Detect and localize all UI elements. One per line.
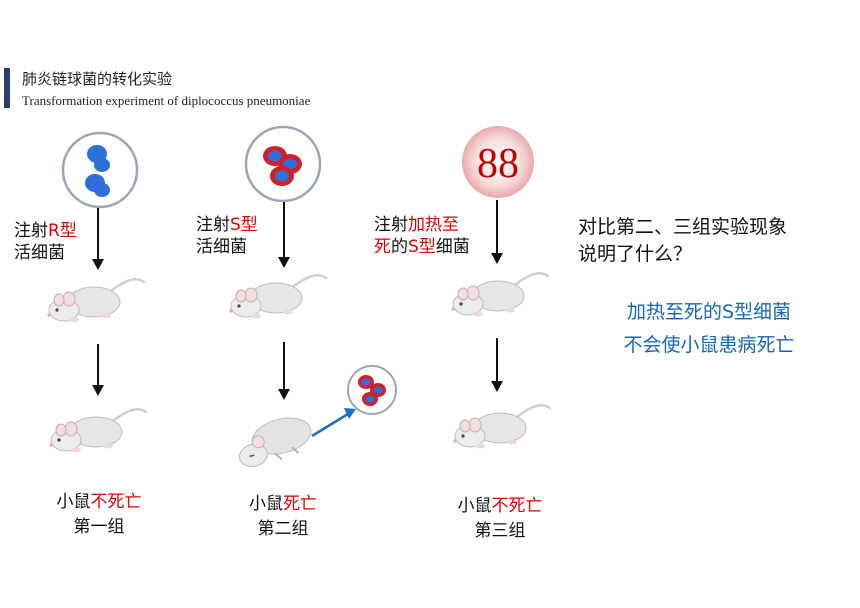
arrow-head — [92, 259, 104, 270]
mouse-alive-icon — [46, 277, 146, 324]
r-bacterium — [94, 158, 110, 172]
arrow-head — [278, 389, 290, 400]
mouse-dead-icon — [239, 417, 312, 468]
arrow-head — [491, 253, 503, 264]
group3-inject-label: 注射加热至 死的S型细菌 — [374, 215, 470, 257]
mouse-alive-icon — [450, 271, 550, 318]
group2-inject-label: 注射S型 活细菌 — [196, 215, 258, 257]
arrow-head — [92, 385, 104, 396]
mouse-alive-icon — [228, 273, 328, 320]
s-bacterium — [365, 395, 375, 403]
group1-inject-label: 注射R型 活细菌 — [14, 221, 77, 263]
r-bacterium — [94, 183, 110, 197]
group2-caption: 小鼠死亡 第二组 — [249, 494, 317, 539]
s-bacterium — [373, 386, 383, 394]
group2-diagram — [228, 125, 397, 468]
heat-killed-dish — [462, 126, 534, 198]
question-text: 对比第二、三组实验现象 说明了什么？ — [578, 216, 788, 265]
s-bacterium — [270, 166, 294, 186]
arrow-head — [491, 381, 503, 392]
dish-number-label: 88 — [477, 141, 519, 187]
group1-name: 第一组 — [73, 517, 125, 537]
answer-text: 加热至死的S型细菌 不会使小鼠患病死亡 — [623, 301, 795, 356]
group3-name: 第三组 — [474, 521, 526, 541]
isolate-arrow-head — [344, 408, 356, 419]
header-accent-bar — [4, 68, 10, 108]
page-title: 肺炎链球菌的转化实验 — [22, 70, 173, 88]
page-subtitle: Transformation experiment of diplococcus… — [22, 93, 311, 108]
s-bacterium — [361, 378, 371, 386]
group3-caption: 小鼠不死亡 第三组 — [457, 496, 543, 541]
group2-name: 第二组 — [257, 519, 309, 539]
mouse-alive-icon — [452, 403, 552, 450]
isolate-arrow-line — [311, 412, 349, 438]
arrow-head — [278, 257, 290, 268]
group1-caption: 小鼠不死亡 第一组 — [56, 492, 142, 537]
group1-diagram — [46, 131, 148, 454]
mouse-alive-icon — [48, 407, 148, 454]
group3-diagram — [450, 200, 552, 450]
